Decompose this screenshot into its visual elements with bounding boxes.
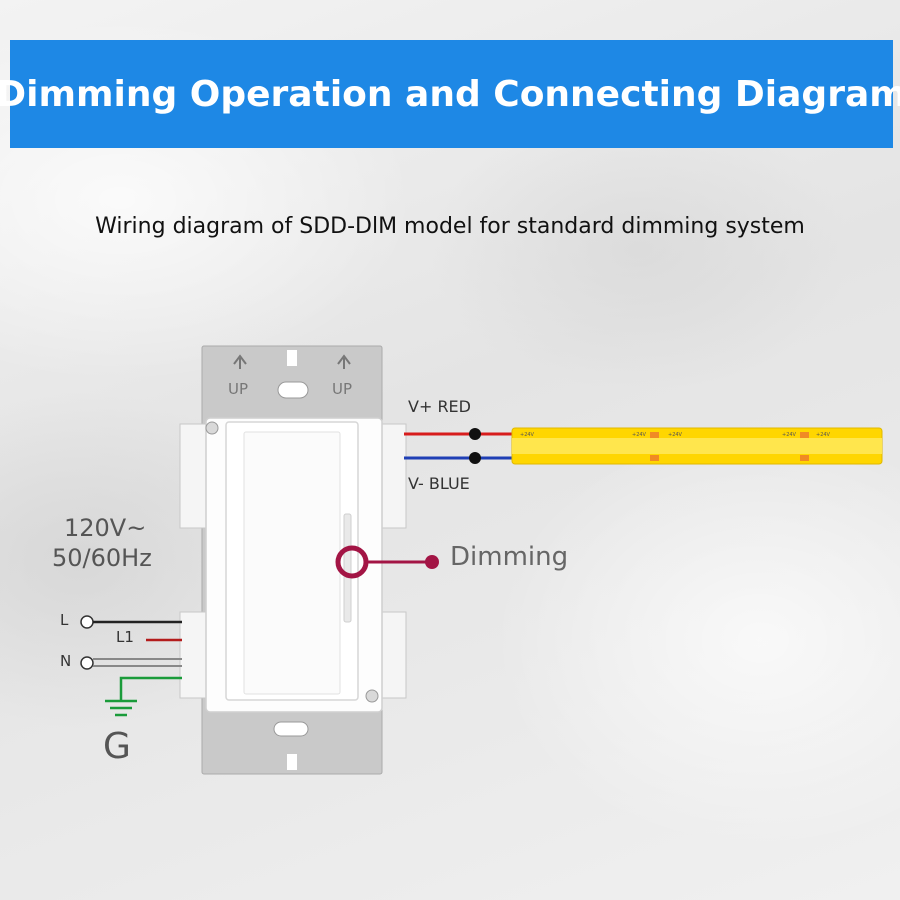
led-marking-3: +24V bbox=[668, 432, 683, 438]
right-side-tab-top bbox=[379, 423, 407, 529]
title-banner: Dimming Operation and Connecting Diagram bbox=[0, 40, 900, 148]
right-side-tab-bottom bbox=[379, 611, 407, 699]
v-minus-junction-dot bbox=[469, 452, 481, 464]
plate-top-slot bbox=[277, 381, 309, 399]
supply-frequency-label: 50/60Hz bbox=[52, 544, 152, 572]
led-marking-4: +24V bbox=[782, 432, 797, 438]
ground-green-wire bbox=[119, 676, 182, 700]
led-solder-pad-2 bbox=[650, 455, 659, 461]
led-marking-5: +24V bbox=[816, 432, 831, 438]
up-label-left: UP bbox=[228, 380, 249, 398]
diagram-subtitle: Wiring diagram of SDD-DlM model for stan… bbox=[95, 214, 805, 239]
up-arrow-icon-left bbox=[233, 354, 247, 369]
ground-icon bbox=[105, 699, 137, 717]
dimmer-slider-track bbox=[343, 513, 352, 623]
plate-bottom-notch bbox=[287, 754, 297, 770]
led-solder-pad-3 bbox=[800, 432, 809, 438]
up-label-right: UP bbox=[332, 380, 353, 398]
led-solder-pad-4 bbox=[800, 455, 809, 461]
led-marking-2: +24V bbox=[632, 432, 647, 438]
plate-top-notch bbox=[287, 350, 297, 366]
left-side-tab-top bbox=[179, 423, 207, 529]
neutral-terminal-icon bbox=[80, 656, 94, 670]
led-marking-1: +24V bbox=[520, 432, 535, 438]
v-plus-label: V+ RED bbox=[408, 397, 471, 416]
led-solder-pad-1 bbox=[650, 432, 659, 438]
up-arrow-icon-right bbox=[337, 354, 351, 369]
neutral-terminal-label: N bbox=[60, 652, 72, 670]
dimmer-paddle-face bbox=[243, 431, 341, 695]
led-strip-inner bbox=[512, 438, 882, 454]
top-screw-icon bbox=[205, 421, 219, 435]
v-plus-junction-dot bbox=[469, 428, 481, 440]
v-minus-label: V- BLUE bbox=[408, 474, 470, 493]
line-terminal-label: L bbox=[60, 611, 69, 629]
bottom-screw-icon bbox=[365, 689, 379, 703]
left-side-tab-bottom bbox=[179, 611, 207, 699]
ground-label: G bbox=[103, 726, 131, 767]
line-terminal-icon bbox=[80, 615, 94, 629]
dimming-dot bbox=[425, 555, 439, 569]
load-terminal-label: L1 bbox=[116, 628, 134, 646]
page-title: Dimming Operation and Connecting Diagram bbox=[0, 73, 900, 115]
supply-voltage-label: 120V~ bbox=[64, 514, 147, 542]
plate-bottom-slot bbox=[273, 721, 309, 737]
dimming-label: Dimming bbox=[450, 542, 569, 572]
